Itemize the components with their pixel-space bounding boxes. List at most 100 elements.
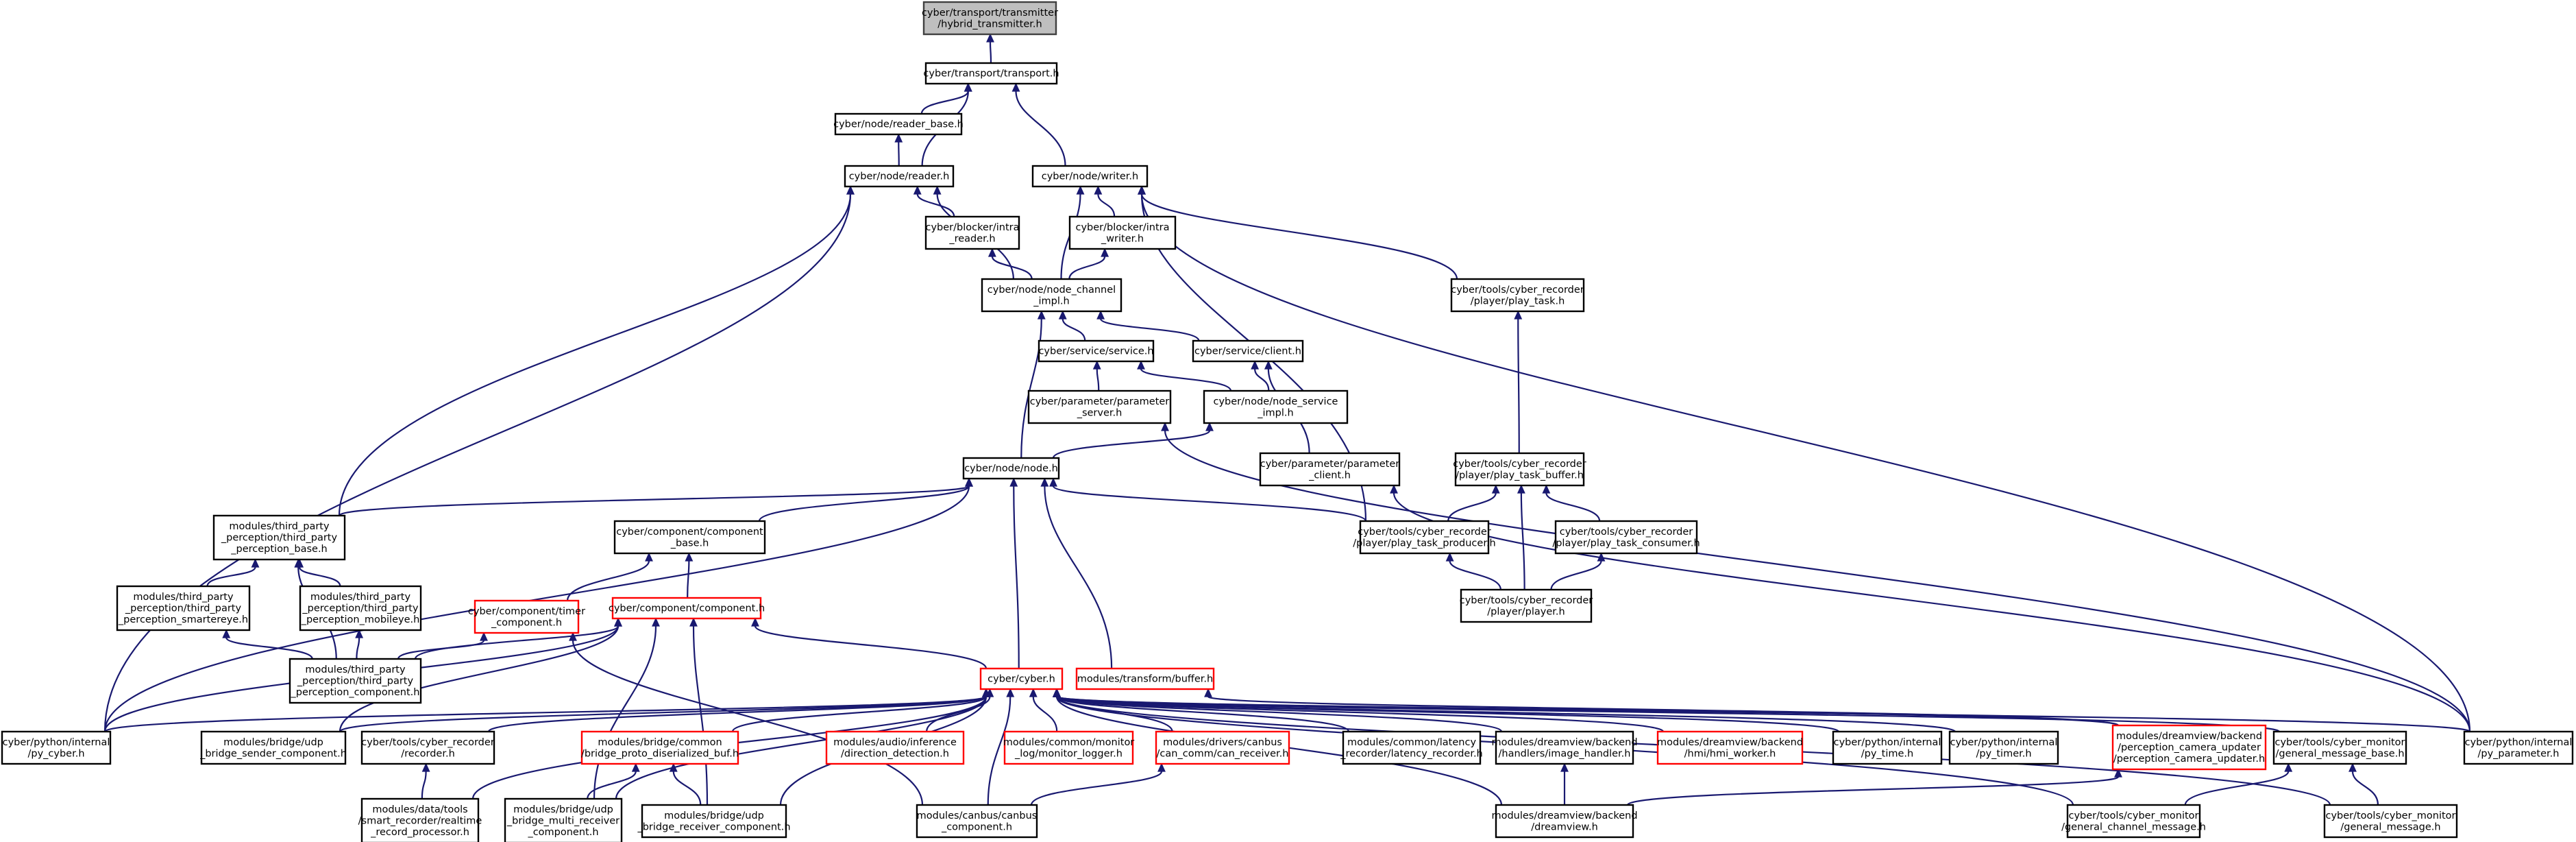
edge-line <box>1164 430 2471 732</box>
node-label-line: cyber/parameter/parameter <box>1260 459 1400 470</box>
node-label-line: cyber/tools/cyber_recorder <box>1451 285 1584 296</box>
graph-node-modules-bridge-udp-bridge-sender-component-h[interactable]: modules/bridge/udp_bridge_sender_compone… <box>199 730 347 765</box>
edge-arrowhead <box>1251 360 1260 370</box>
edge-line <box>338 485 970 517</box>
graph-node-modules-canbus-canbus-component-h[interactable]: modules/canbus/canbus_component.h <box>916 804 1038 839</box>
graph-node-cyber-tools-cyber-recorder-player-play-task-consumer-h[interactable]: cyber/tools/cyber_recorder/player/play_t… <box>1552 520 1700 555</box>
node-label-line: _component.h <box>527 827 598 838</box>
node-label-line: cyber/tools/cyber_recorder <box>1453 459 1586 470</box>
graph-node-cyber-component-component-h[interactable]: cyber/component/component.h <box>609 597 765 620</box>
dependency-edge-n28-to-n26 <box>103 688 990 733</box>
graph-node-cyber-node-reader-base-h[interactable]: cyber/node/reader_base.h <box>833 112 964 136</box>
node-label-line: _perception/third_party <box>125 603 242 614</box>
node-label-line: /general_message_base.h <box>2275 748 2404 759</box>
graph-node-modules-dreamview-backend-dreamview-h[interactable]: modules/dreamview/backend/dreamview.h <box>1491 804 1638 839</box>
graph-node-cyber-python-internal-py-time-h[interactable]: cyber/python/internal/py_time.h <box>1832 730 1943 765</box>
graph-node-cyber-python-internal-py-timer-h[interactable]: cyber/python/internal/py_timer.h <box>1948 730 2059 765</box>
graph-node-modules-transform-buffer-h[interactable]: modules/transform/buffer.h <box>1075 667 1215 690</box>
edge-line <box>421 771 427 799</box>
edge-arrowhead <box>1092 360 1101 370</box>
graph-node-cyber-blocker-intra-writer-h[interactable]: cyber/blocker/intra_writer.h <box>1068 215 1177 250</box>
dependency-edge-n7-to-n6 <box>1068 248 1109 280</box>
graph-node-modules-bridge-common-bridge-proto-diserialized-buf-h[interactable]: modules/bridge/common/bridge_proto_diser… <box>580 730 739 765</box>
edge-line <box>1140 193 2471 732</box>
graph-node-cyber-component-timer-component-h[interactable]: cyber/component/timer_component.h <box>468 599 585 634</box>
graph-node-cyber-python-internal-py-parameter-h[interactable]: cyber/python/internal/py_parameter.h <box>2463 730 2574 765</box>
node-label-line: modules/canbus/canbus <box>917 810 1038 821</box>
graph-node-modules-dreamview-backend-hmi-hmi-worker-h[interactable]: modules/dreamview/backend/hmi/hmi_worker… <box>1656 730 1804 765</box>
edge-line <box>991 256 1033 280</box>
edge-line <box>103 485 970 732</box>
node-box <box>289 658 422 704</box>
graph-node-cyber-blocker-intra-reader-h[interactable]: cyber/blocker/intra_reader.h <box>924 215 1020 250</box>
edge-line <box>1550 560 1602 590</box>
graph-node-cyber-tools-cyber-monitor-general-message-h[interactable]: cyber/tools/cyber_monitor/general_messag… <box>2323 804 2458 839</box>
node-box <box>1203 389 1349 424</box>
graph-node-modules-data-tools-smart-recorder-realtime-record-processor-h[interactable]: modules/data/tools/smart_recorder/realti… <box>358 797 482 842</box>
graph-node-modules-third-party-perception-third-party-perception-smartereye-h[interactable]: modules/third_party_perception/third_par… <box>116 585 251 632</box>
node-box <box>200 730 347 765</box>
graph-node-cyber-python-internal-py-cyber-h[interactable]: cyber/python/internal/py_cyber.h <box>1 730 112 765</box>
node-label-line: modules/dreamview/backend <box>1491 737 1637 748</box>
graph-node-cyber-service-service-h[interactable]: cyber/service/service.h <box>1038 339 1155 363</box>
edge-arrowhead <box>1542 484 1551 494</box>
dependency-edge-n29-to-n23 <box>339 617 622 732</box>
node-box <box>1003 730 1134 765</box>
edge-arrowhead <box>669 762 678 772</box>
graph-node-cyber-node-reader-h[interactable]: cyber/node/reader.h <box>844 165 955 188</box>
graph-node-cyber-tools-cyber-recorder-recorder-h[interactable]: cyber/tools/cyber_recorder/recorder.h <box>360 730 495 765</box>
graph-node-cyber-transport-transmitter-hybrid-transmitter-h[interactable]: cyber/transport/transmitter/hybrid_trans… <box>922 1 1058 36</box>
node-label-line: cyber/component/timer <box>468 606 585 617</box>
graph-node-cyber-service-client-h[interactable]: cyber/service/client.h <box>1192 339 1304 363</box>
graph-node-cyber-transport-transport-h[interactable]: cyber/transport/transport.h <box>923 62 1059 85</box>
graph-node-cyber-cyber-h[interactable]: cyber/cyber.h <box>979 667 1064 690</box>
graph-node-cyber-tools-cyber-monitor-general-channel-message-h[interactable]: cyber/tools/cyber_monitor/general_channe… <box>2061 804 2206 839</box>
graph-node-modules-common-latency-recorder-latency-recorder-h[interactable]: modules/common/latency_recorder/latency_… <box>1340 730 1483 765</box>
graph-node-cyber-tools-cyber-recorder-player-play-task-producer-h[interactable]: cyber/tools/cyber_recorder/player/play_t… <box>1353 520 1496 555</box>
node-label-line: cyber/service/client.h <box>1194 346 1301 357</box>
node-label-line: /bridge_proto_diserialized_buf.h <box>581 748 739 759</box>
dependency-edge-n18-to-n13 <box>1049 477 1367 522</box>
dependency-edge-n26-to-n23 <box>751 617 988 669</box>
graph-node-modules-dreamview-backend-perception-camera-updater-perception-camera-updater-h[interactable]: modules/dreamview/backend/perception_cam… <box>2111 724 2267 771</box>
graph-node-modules-third-party-perception-third-party-perception-base-h[interactable]: modules/third_party_perception/third_par… <box>212 514 346 561</box>
graph-node-modules-drivers-canbus-can-comm-can-receiver-h[interactable]: modules/drivers/canbus/can_comm/can_rece… <box>1155 730 1290 765</box>
node-label-line: modules/common/latency <box>1347 737 1477 748</box>
graph-node-cyber-tools-cyber-recorder-player-play-task-buffer-h[interactable]: cyber/tools/cyber_recorder/player/play_t… <box>1453 452 1586 487</box>
graph-node-cyber-parameter-parameter-server-h[interactable]: cyber/parameter/parameter_server.h <box>1027 389 1172 424</box>
graph-node-modules-third-party-perception-third-party-perception-mobileye-h[interactable]: modules/third_party_perception/third_par… <box>299 585 422 632</box>
edge-arrowhead <box>846 185 855 195</box>
graph-node-cyber-node-writer-h[interactable]: cyber/node/writer.h <box>1031 165 1149 188</box>
node-label-line: modules/dreamview/backend <box>1657 737 1803 748</box>
node-box <box>360 730 495 765</box>
graph-node-modules-third-party-perception-third-party-perception-component-h[interactable]: modules/third_party_perception/third_par… <box>289 658 422 704</box>
dependency-edge-n25-to-n21 <box>355 629 364 660</box>
graph-node-modules-audio-inference-direction-detection-h[interactable]: modules/audio/inference/direction_detect… <box>825 730 965 765</box>
graph-node-cyber-parameter-parameter-client-h[interactable]: cyber/parameter/parameter_client.h <box>1259 452 1401 487</box>
node-label-line: _impl.h <box>1257 407 1293 418</box>
node-label-line: /py_parameter.h <box>2478 748 2560 759</box>
node-box <box>916 804 1038 839</box>
node-box <box>924 62 1058 85</box>
graph-node-modules-common-monitor-log-monitor-logger-h[interactable]: modules/common/monitor_log/monitor_logge… <box>1003 730 1135 765</box>
node-box <box>1495 730 1634 765</box>
graph-node-cyber-node-node-h[interactable]: cyber/node/node.h <box>962 457 1060 480</box>
dependency-edge-n33-to-n26 <box>1029 688 1058 732</box>
graph-node-cyber-tools-cyber-recorder-player-play-task-h[interactable]: cyber/tools/cyber_recorder/player/play_t… <box>1450 278 1585 313</box>
graph-node-cyber-node-node-service-impl-h[interactable]: cyber/node/node_service_impl.h <box>1203 389 1349 424</box>
graph-node-modules-dreamview-backend-handlers-image-handler-h[interactable]: modules/dreamview/backend/handlers/image… <box>1491 730 1638 765</box>
graph-node-cyber-tools-cyber-monitor-general-message-base-h[interactable]: cyber/tools/cyber_monitor/general_messag… <box>2272 730 2407 765</box>
graph-node-cyber-node-node-channel-impl-h[interactable]: cyber/node/node_channel_impl.h <box>981 278 1123 313</box>
node-label-line: /py_cyber.h <box>27 748 84 759</box>
node-box <box>580 730 739 765</box>
edge-line <box>916 193 955 217</box>
graph-node-modules-bridge-udp-bridge-receiver-component-h[interactable]: modules/bridge/udp_bridge_receiver_compo… <box>637 804 791 839</box>
edge-line <box>338 193 852 516</box>
graph-node-cyber-tools-cyber-recorder-player-player-h[interactable]: cyber/tools/cyber_recorder/player/player… <box>1460 588 1593 623</box>
graph-node-cyber-component-component-base-h[interactable]: cyber/component/component_base.h <box>613 520 766 555</box>
graph-node-modules-bridge-udp-bridge-multi-receiver-component-h[interactable]: modules/bridge/udp_bridge_multi_receiver… <box>504 797 623 842</box>
edge-line <box>566 560 650 601</box>
edge-line <box>1140 368 1232 392</box>
node-label-line: cyber/tools/cyber_recorder <box>1358 527 1491 538</box>
